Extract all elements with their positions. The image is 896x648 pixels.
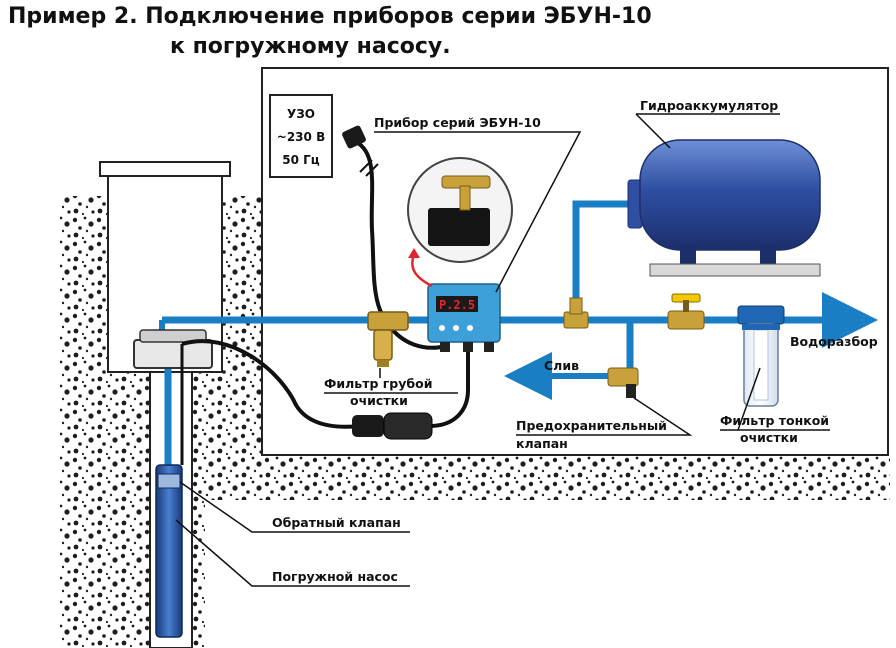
safety-valve <box>607 367 639 387</box>
safety-valve-label-2: клапан <box>516 436 568 451</box>
accumulator-tank <box>639 139 821 251</box>
check-valve <box>157 473 181 489</box>
title-line-2: к погружному насосу. <box>170 34 451 59</box>
fine-filter-label-1: Фильтр тонкой <box>720 413 829 428</box>
controller-button-1 <box>439 325 445 331</box>
controller-gland-1 <box>440 342 450 352</box>
fine-filter-ring <box>742 324 780 330</box>
coarse-filter-bowl <box>373 329 393 361</box>
soil-middle <box>192 196 262 648</box>
pump-body <box>155 464 183 638</box>
zoom-arrow-head <box>408 248 420 258</box>
coarse-filter-leader <box>324 368 458 394</box>
ball-valve-stem <box>683 300 689 312</box>
coarse-filter-label-2: очистки <box>350 393 408 408</box>
fine-filter-cartridge <box>753 329 769 401</box>
tee-fitting-2 <box>569 297 583 315</box>
coarse-filter-body <box>367 311 409 331</box>
accumulator-label: Гидроаккумулятор <box>640 98 778 113</box>
sensor-stem <box>459 185 471 211</box>
accumulator-base <box>649 263 821 277</box>
check-valve-label: Обратный клапан <box>272 515 401 530</box>
title-line-1: Пример 2. Подключение приборов серии ЭБУ… <box>8 4 652 29</box>
outlet-label: Водоразбор <box>790 334 878 349</box>
safety-valve-label-1: Предохранительный <box>516 418 667 433</box>
power-plug <box>342 125 366 149</box>
pump-leader <box>175 519 410 587</box>
controller-gland-2 <box>463 342 473 352</box>
pipe-to-accumulator <box>572 200 628 320</box>
uzo-line-1: УЗО <box>287 107 315 121</box>
fine-filter-head <box>737 305 785 325</box>
controller-device <box>427 283 501 343</box>
well-head <box>133 339 213 369</box>
fine-filter-leader <box>720 367 830 431</box>
safety-valve-cap <box>626 384 636 398</box>
device-label: Прибор серий ЭБУН-10 <box>374 115 541 130</box>
cable-plug <box>352 415 384 437</box>
uzo-line-3: 50 Гц <box>282 153 320 167</box>
controller-display-value: P.2.5 <box>439 298 475 312</box>
device-to-pump-cable <box>429 350 470 428</box>
coarse-filter-label-1: Фильтр грубой <box>324 376 432 391</box>
controller-gland-3 <box>484 342 494 352</box>
soil-left <box>60 196 150 648</box>
sensor-block <box>428 208 490 246</box>
controller-button-3 <box>467 325 473 331</box>
accumulator-leader <box>635 113 780 149</box>
ball-valve-body <box>667 310 705 330</box>
coarse-filter-cap <box>377 360 389 367</box>
controller-display <box>436 296 478 312</box>
controller-button-2 <box>453 325 459 331</box>
device-label-leader <box>374 131 582 293</box>
uzo-box <box>269 94 333 178</box>
well-head-top <box>139 329 207 343</box>
soil-under-house <box>262 455 890 500</box>
safety-valve-leader <box>516 397 693 436</box>
accumulator-leg-2 <box>760 245 776 267</box>
accumulator-leg-1 <box>680 245 696 267</box>
cable-socket <box>383 412 433 440</box>
pump-label: Погружной насос <box>272 569 398 584</box>
fine-filter-label-2: очистки <box>740 430 798 445</box>
drain-label: Слив <box>544 358 579 373</box>
uzo-line-2: ~230 В <box>277 130 325 144</box>
cable-break-mark <box>359 159 379 177</box>
check-valve-leader <box>179 481 410 533</box>
pump-cable <box>181 339 361 429</box>
well-cap <box>99 161 231 177</box>
